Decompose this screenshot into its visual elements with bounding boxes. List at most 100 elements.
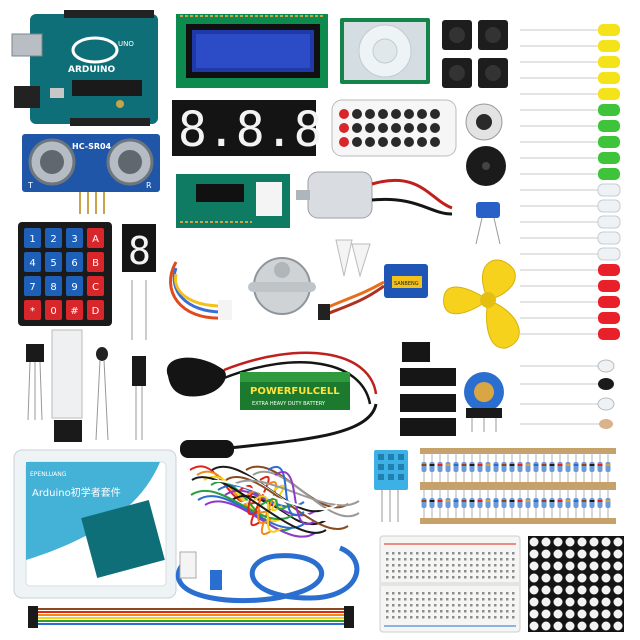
jumper-wire: [191, 476, 327, 534]
resistor-band: [493, 464, 499, 466]
breadboard-hole: [404, 558, 407, 561]
breadboard-hole: [464, 570, 467, 573]
resistor: [501, 462, 507, 472]
remote-button: [378, 109, 388, 119]
resistor: [597, 498, 603, 508]
battery-with-clip: POWERFULCELL EXTRA HEAVY DUTY BATTERY: [166, 351, 378, 458]
led: [598, 56, 620, 68]
breadboard-hole: [470, 604, 473, 607]
ultrasonic-pin-label-t: T: [27, 181, 33, 190]
kit-box-title-text: Arduino初学者套件: [32, 486, 121, 499]
led: [598, 136, 620, 148]
breadboard-hole: [494, 576, 497, 579]
resistor-band: [461, 464, 467, 466]
matrix-dot: [565, 573, 575, 583]
matrix-dot: [565, 585, 575, 595]
resistor: [557, 462, 563, 472]
breadboard-hole: [392, 610, 395, 613]
matrix-dot: [613, 573, 623, 583]
push-buttons: [442, 20, 508, 88]
matrix-dot: [565, 549, 575, 559]
keypad-key: [87, 252, 104, 272]
breadboard-hole: [476, 610, 479, 613]
breadboard-hole: [404, 598, 407, 601]
keypad-key-label: 3: [71, 234, 77, 245]
resistor: [477, 498, 483, 508]
led: [598, 72, 620, 84]
resistor: [573, 498, 579, 508]
remote-button: [352, 123, 362, 133]
remote-button: [430, 109, 440, 119]
resistor-band: [597, 464, 603, 466]
breadboard-hole: [398, 592, 401, 595]
keypad-key-label: C: [92, 282, 99, 293]
breadboard-hole: [404, 604, 407, 607]
breadboard-hole: [404, 552, 407, 555]
matrix-dot: [589, 549, 599, 559]
arduino-logo-icon: [71, 36, 119, 64]
lcd-1602-module: [176, 14, 328, 88]
breadboard-hole: [452, 592, 455, 595]
led: [598, 24, 620, 36]
resistor: [557, 498, 563, 508]
breadboard-hole: [446, 598, 449, 601]
remote-button: [378, 137, 388, 147]
breadboard-hole: [428, 604, 431, 607]
jumper-wire: [231, 494, 327, 526]
breadboard-hole: [446, 610, 449, 613]
breadboard-hole: [470, 558, 473, 561]
keypad-key-label: B: [92, 258, 99, 269]
breadboard-hole: [494, 564, 497, 567]
matrix-dot: [529, 537, 539, 547]
matrix-dot: [541, 597, 551, 607]
breadboard-hole: [386, 558, 389, 561]
blue-capacitor: [475, 202, 501, 245]
resistor-band: [453, 464, 459, 466]
resistor-band: [445, 464, 451, 466]
resistor-band: [525, 464, 531, 466]
breadboard-hole: [392, 552, 395, 555]
resistor-band: [493, 500, 499, 502]
resistor: [453, 462, 459, 472]
breadboard-hole: [452, 576, 455, 579]
breadboard-hole: [452, 598, 455, 601]
breadboard-hole: [458, 616, 461, 619]
breadboard-hole: [500, 604, 503, 607]
keypad-key: [24, 228, 41, 248]
breadboard-hole: [500, 610, 503, 613]
breadboard-hole: [458, 592, 461, 595]
breadboard-hole: [494, 558, 497, 561]
keypad-key: [87, 300, 104, 320]
breadboard-hole: [428, 610, 431, 613]
remote-button: [339, 137, 349, 147]
resistor: [581, 498, 587, 508]
resistor-band: [421, 464, 427, 466]
led: [598, 152, 620, 164]
breadboard-hole: [488, 610, 491, 613]
breadboard-hole: [434, 564, 437, 567]
breadboard-hole: [452, 558, 455, 561]
breadboard-hole: [482, 558, 485, 561]
breadboard-hole: [440, 558, 443, 561]
breadboard-hole: [464, 598, 467, 601]
breadboard-hole: [464, 610, 467, 613]
breadboard-hole: [386, 564, 389, 567]
fan-propeller: [443, 259, 520, 349]
resistor: [533, 462, 539, 472]
resistor-band: [549, 464, 555, 466]
matrix-dot: [553, 621, 563, 631]
breadboard-hole: [434, 610, 437, 613]
resistor-band: [581, 464, 587, 466]
matrix-dot: [529, 549, 539, 559]
resistor-band: [581, 500, 587, 502]
seven-segment-single: 8: [122, 224, 156, 340]
resistor: [493, 462, 499, 472]
matrix-dot: [553, 561, 563, 571]
stepper-motor: [169, 257, 316, 320]
breadboard-hole: [482, 604, 485, 607]
breadboard-hole: [500, 592, 503, 595]
breadboard-hole: [488, 564, 491, 567]
matrix-dot: [541, 621, 551, 631]
resistor-band: [557, 464, 563, 466]
